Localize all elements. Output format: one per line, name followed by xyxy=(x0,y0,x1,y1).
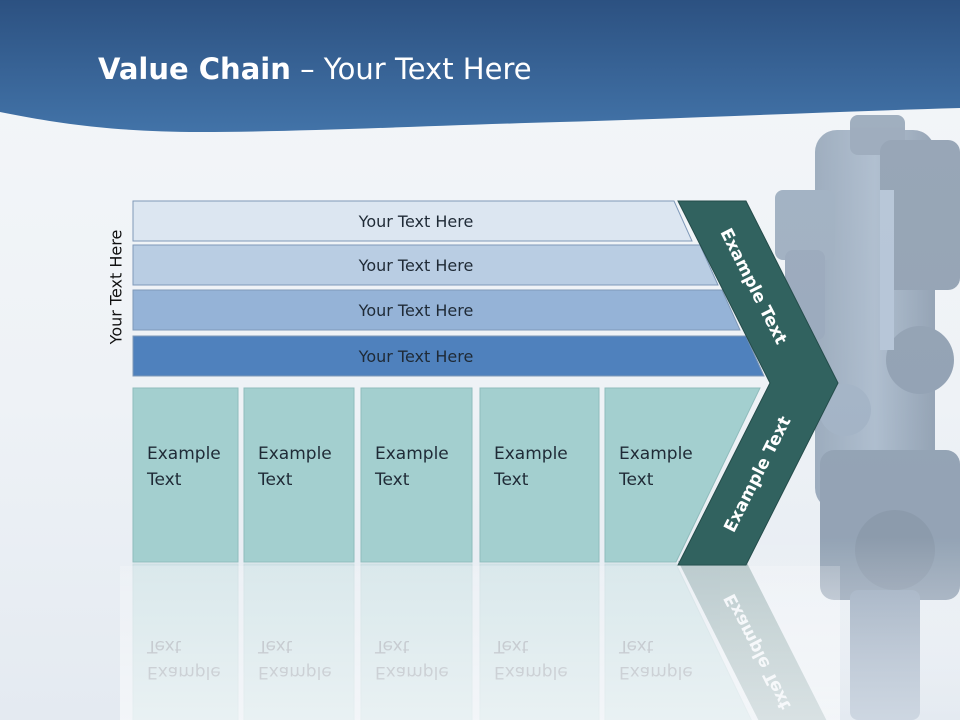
title-rest: – Your Text Here xyxy=(290,52,532,86)
stage-bar-shape xyxy=(132,289,741,331)
vertical-side-label: Your Text Here xyxy=(106,229,126,345)
column-label-line1: Example xyxy=(619,444,693,464)
stage-bar-shape xyxy=(132,200,693,242)
column-shape xyxy=(479,387,600,563)
column-label-line2: Text xyxy=(374,470,410,490)
column-label-line2: Text xyxy=(618,470,654,490)
stage-bar-3: Your Text Here xyxy=(132,289,741,331)
column-label-line1: Example xyxy=(375,444,449,464)
column-shape xyxy=(604,387,761,563)
stage-bar-4: Your Text Here xyxy=(132,335,765,377)
chevron-shape xyxy=(677,200,839,566)
stage-bar-label: Your Text Here xyxy=(358,256,474,275)
stage-bar-1: Your Text Here xyxy=(132,200,693,242)
column-label-line2: Text xyxy=(146,470,182,490)
stage-bar-label: Your Text Here xyxy=(358,301,474,320)
column-shape xyxy=(360,387,473,563)
column-label-line1: Example xyxy=(258,444,332,464)
column-label-line1: Example xyxy=(147,444,221,464)
header-band xyxy=(0,0,960,132)
stage-bar-2: Your Text Here xyxy=(132,244,719,286)
column-label-line2: Text xyxy=(257,470,293,490)
column-shape xyxy=(243,387,355,563)
column-label-line1: Example xyxy=(494,444,568,464)
stage-bar-label: Your Text Here xyxy=(358,212,474,231)
title-bold: Value Chain xyxy=(98,52,291,86)
slide-title: Value Chain – Your Text Here xyxy=(98,52,532,86)
stage-bar-shape xyxy=(132,244,719,286)
column-shape xyxy=(132,387,239,563)
stage-bar-shape xyxy=(132,335,765,377)
column-label-line2: Text xyxy=(493,470,529,490)
stage-bar-label: Your Text Here xyxy=(358,347,474,366)
